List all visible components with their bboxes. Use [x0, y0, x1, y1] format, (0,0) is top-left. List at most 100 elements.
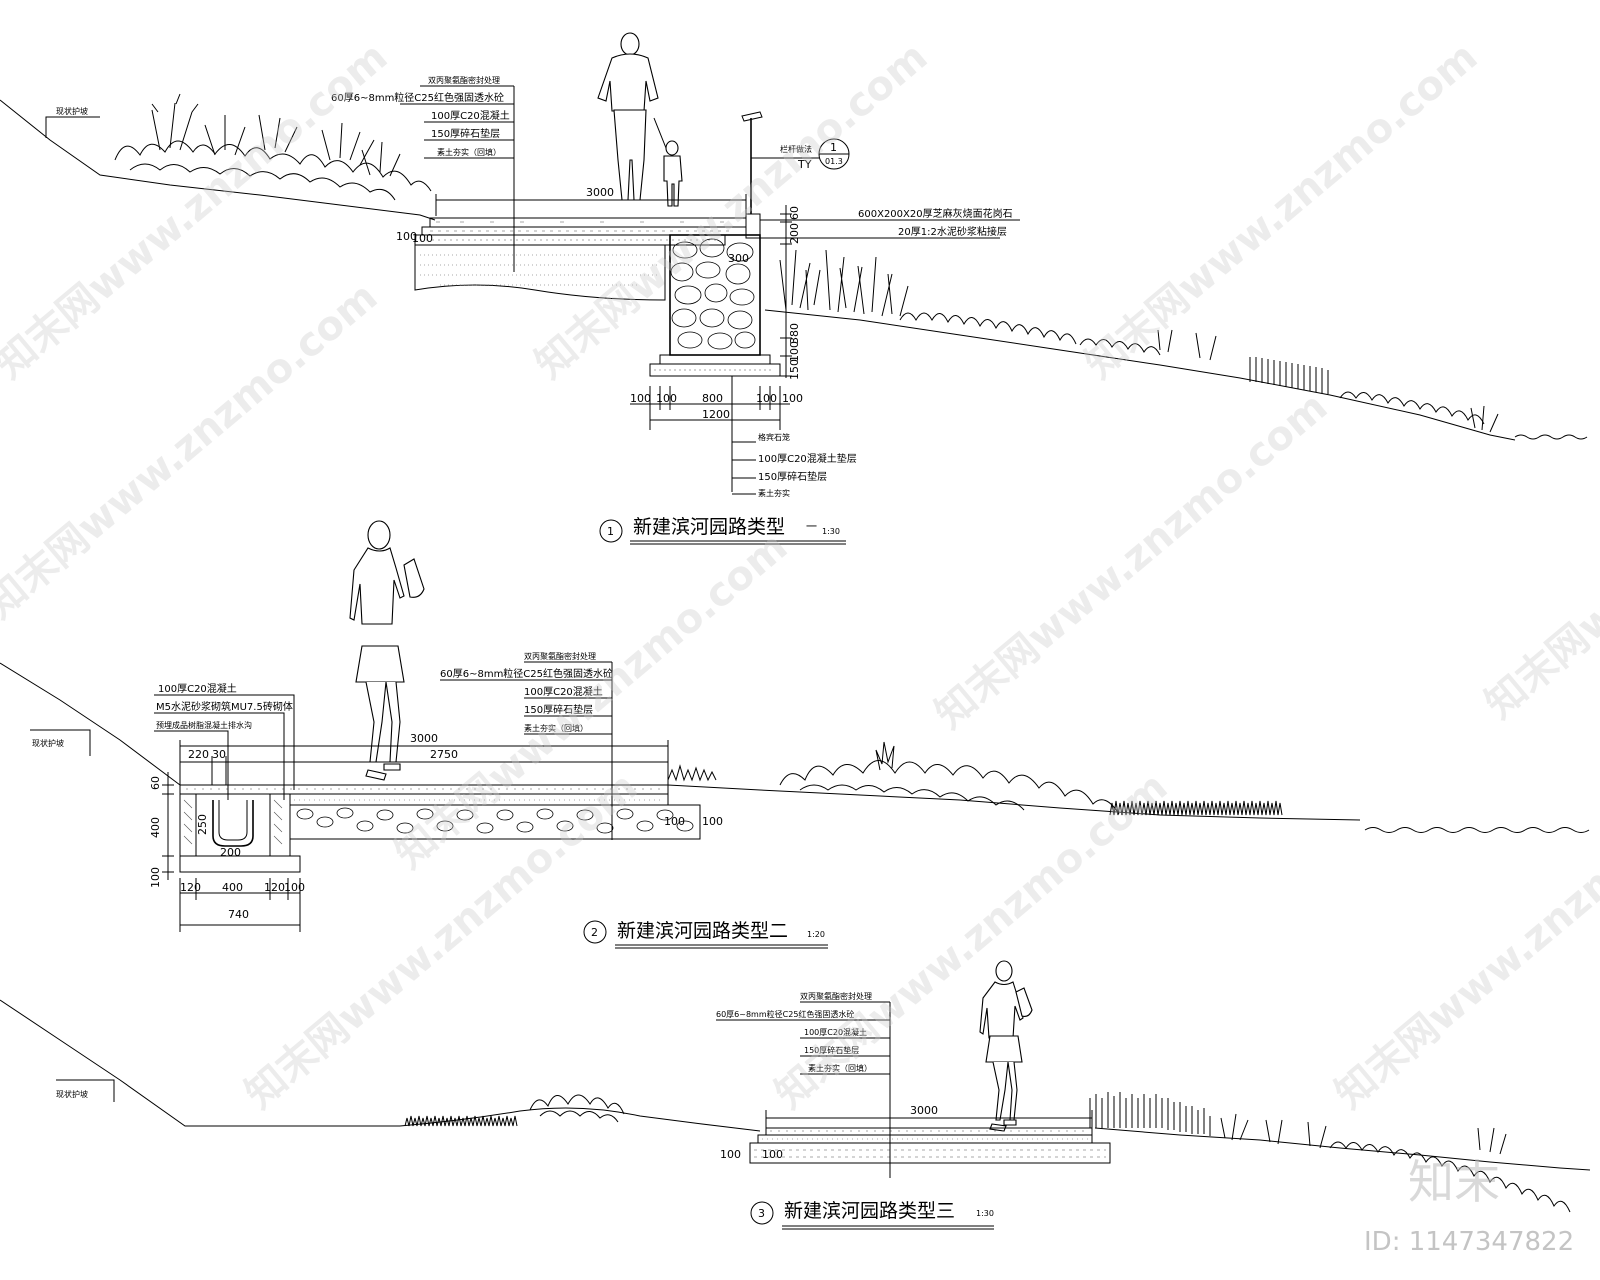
- section2-vdim-250: 250: [196, 814, 209, 835]
- section1-railing-cap: [741, 111, 763, 122]
- section1-title-circle: [599, 519, 623, 543]
- section1-bottom-ticks: [649, 386, 781, 430]
- section3-slab-hatch: [754, 1130, 1106, 1158]
- section1-shrubs-right: [779, 249, 1499, 433]
- section2-title-circle: [583, 920, 607, 944]
- section-3: 现状护坡: [0, 960, 1591, 1230]
- section2-number: 2: [591, 926, 598, 939]
- section2-layer-5: 素土夯实（回填）: [524, 723, 588, 733]
- section1-slope-leader: [45, 116, 100, 138]
- section1-footing-concrete: [659, 354, 771, 365]
- section2-layer-3: 100厚C20混凝土: [524, 685, 603, 698]
- section1-earth-fill: [414, 245, 666, 301]
- section2-bdim-740: 740: [228, 908, 249, 921]
- section2-dim-2750: 2750: [430, 748, 458, 761]
- section2-ground-right: [667, 784, 1361, 821]
- section2-vdim-400: 400: [149, 817, 162, 838]
- section3-dim-100b: 100: [762, 1148, 783, 1161]
- section1-vdim-60: 60: [788, 206, 801, 220]
- section3-title: 新建滨河园路类型三: [784, 1200, 955, 1222]
- section1-found-2: 100厚C20混凝土垫层: [758, 452, 857, 465]
- section1-layer-ticks: [400, 85, 514, 159]
- section2-dim-100-right: 100: [664, 815, 685, 828]
- section3-dim-100a: 100: [720, 1148, 741, 1161]
- section1-water-line: [1514, 434, 1588, 440]
- section3-scale: 1:30: [976, 1209, 994, 1218]
- section2-dim-100-far: 100: [702, 815, 723, 828]
- section3-layer-2: 60厚6~8mm粒径C25红色强固透水砼: [716, 1009, 854, 1019]
- section1-slab-hatch: [420, 221, 730, 241]
- section2-slab-hatch: [186, 788, 666, 801]
- section3-title-circle: [750, 1201, 774, 1225]
- section1-gravel-layer: [414, 234, 726, 246]
- section1-layer-2: 60厚6~8mm粒径C25红色强固透水砼: [331, 91, 504, 104]
- section3-slope: [0, 999, 400, 1127]
- section1-curb-stone: [745, 213, 761, 239]
- section3-layer-ticks: [716, 1001, 890, 1075]
- section1-figure-adult-child: [597, 32, 683, 207]
- section1-bdim-800: 800: [702, 392, 723, 405]
- section1-earth-hatch: [420, 254, 660, 286]
- section2-dim-220: 220: [188, 748, 209, 761]
- section2-resin-drain: [212, 800, 254, 847]
- section3-layer-4: 150厚碎石垫层: [804, 1045, 859, 1055]
- section3-ground-left: [399, 1107, 761, 1132]
- section2-bdim-120a: 120: [180, 881, 201, 894]
- section1-layer-3: 100厚C20混凝土: [431, 109, 510, 122]
- section1-gabion-stones: [670, 238, 756, 350]
- section1-found-1: 格宾石笼: [758, 432, 790, 442]
- section1-bdim-100b: 100: [656, 392, 677, 405]
- section3-dim-3000: 3000: [910, 1104, 938, 1117]
- section1-dim-100-left: 100: [396, 230, 417, 243]
- section2-gravel-stones: [296, 807, 694, 834]
- watermark-7: 知末网www.znzmo.com: [1477, 374, 1600, 728]
- section1-number: 1: [607, 525, 614, 538]
- section1-bdim-100a: 100: [630, 392, 651, 405]
- section3-ground-right: [1094, 1127, 1591, 1171]
- section1-bdim-100c: 100: [756, 392, 777, 405]
- watermark-logo: 知末: [1408, 1155, 1500, 1209]
- section2-shrubs: [667, 741, 1283, 816]
- section1-bdim-100d: 100: [782, 392, 803, 405]
- section3-layer-3: 100厚C20混凝土: [804, 1027, 867, 1037]
- section1-vdim-ticks: [780, 213, 792, 377]
- section2-brick-wall: [195, 793, 271, 857]
- section2-drain-leader-2: [154, 712, 285, 800]
- section1-shrubs-left: [114, 93, 432, 201]
- section1-railing-label: 栏杆做法: [780, 144, 812, 154]
- section1-vdim-200: 200: [788, 223, 801, 244]
- section2-slope-leader: [30, 729, 91, 756]
- section2-water-line: [1364, 827, 1590, 833]
- section1-railing-ref-num: 1: [830, 141, 837, 154]
- section2-layer-2: 60厚6~8mm粒径C25红色强固透水砼: [440, 667, 613, 680]
- section1-bdim-1200: 1200: [702, 408, 730, 421]
- section3-layer-1: 双丙聚氨酯密封处理: [800, 991, 872, 1001]
- section2-drain-2: M5水泥砂浆砌筑MU7.5砖砌体: [156, 700, 293, 713]
- section1-curb-layer-2: 20厚1:2水泥砂浆粘接层: [898, 225, 1007, 238]
- section1-curb-layer-1: 600X200X20厚芝麻灰烧面花岗石: [858, 207, 1013, 220]
- section1-dim-100-left-b: 100: [412, 232, 433, 245]
- section2-layer-ticks: [440, 661, 612, 735]
- section2-vdim-60: 60: [149, 776, 162, 790]
- section1-found-4: 素土夯实: [758, 488, 790, 498]
- section2-vdim-100: 100: [149, 867, 162, 888]
- section1-footing-gravel: [649, 363, 781, 377]
- section1-layer-1: 双丙聚氨酯密封处理: [428, 75, 500, 85]
- section1-railing-ref-code: TY: [797, 158, 812, 171]
- section3-slope-label: 现状护坡: [56, 1089, 88, 1099]
- section1-slope-label: 现状护坡: [56, 106, 88, 116]
- section2-dim-200: 200: [220, 846, 241, 859]
- watermark-6: 知末网www.znzmo.com: [927, 384, 1336, 738]
- section2-drain-hatch: [183, 799, 283, 845]
- section2-bdim-100: 100: [284, 881, 305, 894]
- section3-layer-5: 素土夯实（回填）: [808, 1063, 872, 1073]
- section2-figure-woman: [349, 520, 425, 781]
- section1-vdim-380: 380: [788, 323, 801, 344]
- section2-scale: 1:20: [807, 930, 825, 939]
- section1-found-3: 150厚碎石垫层: [758, 470, 827, 483]
- section3-paving-top: [765, 1127, 1093, 1136]
- section3-gravel-layer: [749, 1142, 1111, 1164]
- section1-vdim-150: 150: [788, 359, 801, 380]
- watermark-10: 知末网www.znzmo.com: [1327, 764, 1600, 1118]
